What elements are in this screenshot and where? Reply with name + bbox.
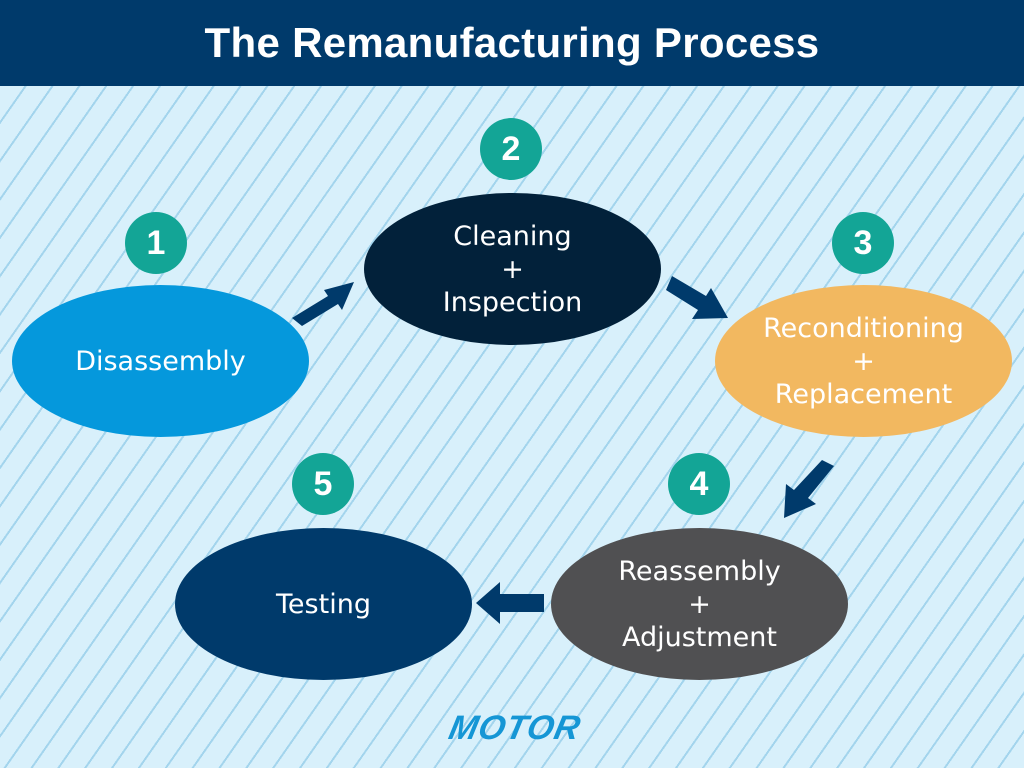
step-3-line-3: Replacement (774, 378, 953, 410)
step-2-badge: 2 (480, 118, 542, 180)
header-bar: The Remanufacturing Process (0, 0, 1024, 86)
arrow-3-to-4-icon (784, 460, 834, 518)
step-2-line-1: Cleaning (453, 220, 572, 252)
arrow-3-to-4-shape (784, 460, 834, 518)
step-4-line-2: + (688, 588, 711, 620)
step-5-number: 5 (313, 464, 333, 503)
step-2-number: 2 (501, 129, 521, 168)
arrow-1-to-2-shape (292, 282, 354, 326)
page-title: The Remanufacturing Process (204, 19, 820, 66)
step-2-cleaning-inspection: Cleaning + Inspection (364, 193, 661, 345)
step-1-label: Disassembly (75, 345, 246, 377)
arrow-4-to-5-shape (476, 582, 544, 624)
step-5-label: Testing (276, 588, 371, 620)
arrow-2-to-3-shape (666, 276, 728, 319)
step-1-disassembly: Disassembly (12, 285, 309, 437)
step-2-line-3: Inspection (442, 286, 583, 318)
step-4-line-1: Reassembly (618, 555, 781, 587)
step-3-badge: 3 (832, 212, 894, 274)
step-4-number: 4 (689, 464, 709, 503)
step-2-line-2: + (501, 253, 524, 285)
step-3-reconditioning-replacement: Reconditioning + Replacement (715, 285, 1012, 437)
arrow-2-to-3-icon (666, 276, 728, 319)
step-1-badge: 1 (125, 212, 187, 274)
step-3-number: 3 (853, 223, 873, 262)
step-3-line-2: + (852, 345, 875, 377)
step-4-badge: 4 (668, 453, 730, 515)
arrow-1-to-2-icon (292, 282, 354, 326)
step-4-reassembly-adjustment: Reassembly + Adjustment (551, 528, 848, 680)
step-5-badge: 5 (292, 453, 354, 515)
step-3-line-1: Reconditioning (763, 312, 964, 344)
motor-logo: MOTOR (445, 708, 585, 747)
step-4-line-3: Adjustment (621, 621, 777, 653)
arrow-4-to-5-icon (476, 582, 544, 624)
step-5-testing: Testing (175, 528, 472, 680)
step-1-number: 1 (146, 223, 166, 262)
